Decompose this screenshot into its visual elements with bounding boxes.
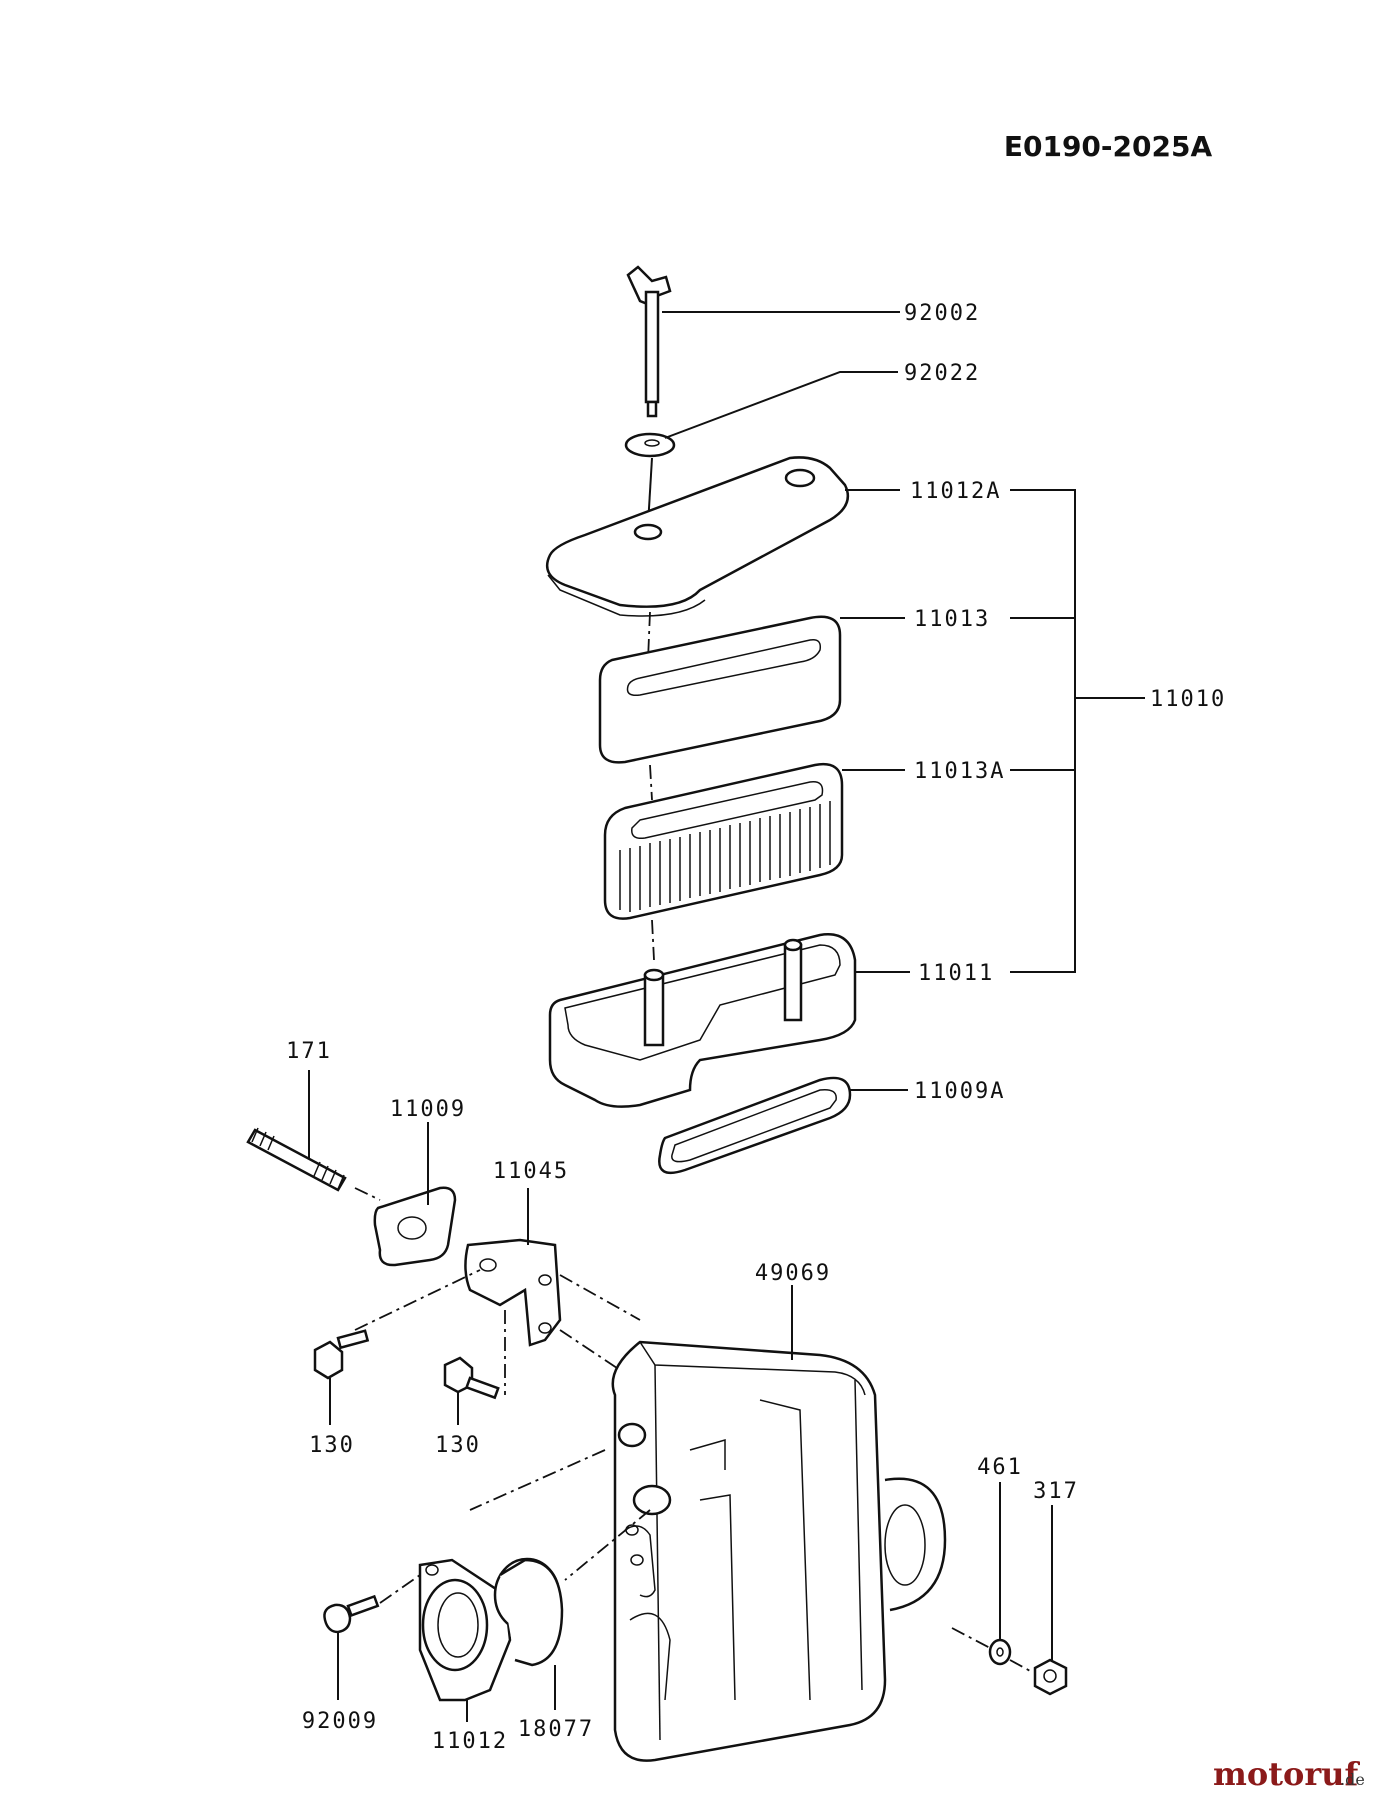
- watermark-brand: motoruf: [1213, 1755, 1360, 1793]
- gasket-11009A: [658, 1076, 852, 1175]
- label-11012: 11012: [432, 1729, 508, 1754]
- screw-92009: [323, 1594, 380, 1634]
- pre-filter-11013: [598, 615, 842, 764]
- wing-bolt-92002: [626, 265, 672, 418]
- label-49069: 49069: [755, 1261, 831, 1286]
- label-11011: 11011: [918, 961, 994, 986]
- watermark-logo: motoruf .de: [1213, 1755, 1365, 1793]
- bracket-11045: [464, 1238, 562, 1347]
- label-11045: 11045: [493, 1159, 569, 1184]
- label-171: 171: [286, 1039, 332, 1064]
- gasket-11009: [373, 1186, 457, 1267]
- label-11013: 11013: [914, 607, 990, 632]
- leader-lines: [308, 311, 1145, 1722]
- bolt-130-right: [443, 1356, 500, 1400]
- label-18077: 18077: [518, 1717, 594, 1742]
- washer-461: [988, 1638, 1012, 1666]
- nut-317: [1033, 1658, 1068, 1696]
- exhaust-pipe-11012: [418, 1558, 512, 1702]
- stud-171: [246, 1127, 347, 1192]
- label-11012A: 11012A: [910, 479, 1001, 504]
- label-92022: 92022: [904, 361, 980, 386]
- label-11013A: 11013A: [914, 759, 1005, 784]
- muffler-49069: [611, 1340, 947, 1762]
- label-11009A: 11009A: [914, 1079, 1005, 1104]
- part-labels: 92002 92022 11012A 11013 11010 11013A 11…: [286, 301, 1226, 1754]
- label-130-right: 130: [435, 1433, 481, 1458]
- bolt-130-left: [313, 1329, 370, 1380]
- washer-92022: [624, 432, 676, 458]
- filter-element-11013A: [603, 762, 844, 920]
- air-cleaner-base-11011: [548, 933, 857, 1108]
- label-92002: 92002: [904, 301, 980, 326]
- label-317: 317: [1033, 1479, 1079, 1504]
- label-130-left: 130: [309, 1433, 355, 1458]
- label-11009: 11009: [390, 1097, 466, 1122]
- label-92009: 92009: [302, 1709, 378, 1734]
- label-461: 461: [977, 1455, 1023, 1480]
- watermark-suffix: .de: [1340, 1770, 1365, 1789]
- air-cleaner-cover-11012A: [545, 456, 850, 617]
- diagram-code: E0190-2025A: [1004, 130, 1213, 163]
- label-11010: 11010: [1150, 687, 1226, 712]
- cap-18077: [493, 1557, 564, 1667]
